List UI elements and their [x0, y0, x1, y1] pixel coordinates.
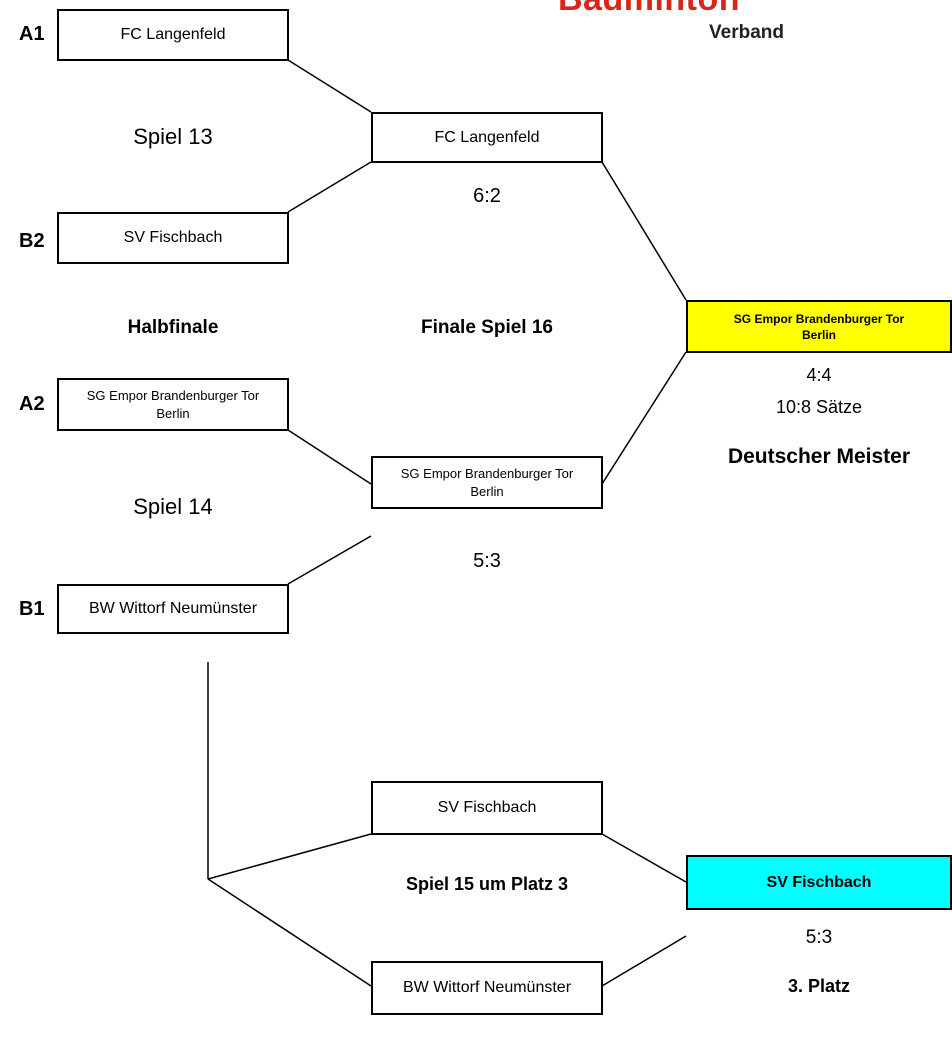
line-bottom-finalist-to-champion: [601, 351, 687, 485]
line-a1-to-final: [287, 59, 372, 113]
game-label-13: Spiel 13: [133, 124, 213, 149]
seed-b2: B2: [19, 230, 45, 252]
team-box-b2: SV Fischbach: [57, 212, 289, 264]
champion-title: Deutscher Meister: [727, 445, 911, 468]
team-name-line1: SG Empor Brandenburger Tor: [86, 387, 260, 403]
team-name-line1: SG Empor Brandenburger Tor: [400, 465, 574, 481]
team-name: FC Langenfeld: [120, 26, 226, 44]
team-name: SV Fischbach: [437, 799, 537, 817]
line-top-finalist-to-champion: [601, 161, 687, 301]
team-name: BW Wittorf Neumünster: [402, 979, 572, 997]
semifinal-label: Halbfinale: [127, 317, 219, 338]
final-sets: 10:8 Sätze: [775, 397, 863, 417]
logo-text-verband: Verband: [709, 22, 784, 43]
line-wittorf-to-winner: [601, 935, 687, 987]
game-label-14: Spiel 14: [133, 494, 213, 519]
team-box-a1: FC Langenfeld: [57, 9, 289, 61]
team-box-b1: BW Wittorf Neumünster: [57, 584, 289, 634]
logo-text-badminton: Badminton: [558, 0, 740, 19]
third-place-box-bottom: BW Wittorf Neumünster: [371, 961, 603, 1015]
team-name-line2: Berlin: [470, 483, 504, 499]
line-b2-to-final: [287, 161, 372, 213]
champion-box: SG Empor Brandenburger Tor Berlin: [686, 300, 952, 353]
final-score: 4:4: [806, 365, 832, 385]
line-fischbach-to-winner: [601, 833, 687, 883]
seed-a2: A2: [19, 393, 45, 415]
line-stem-to-fischbach: [207, 833, 372, 880]
third-place-box-top: SV Fischbach: [371, 781, 603, 835]
team-name-line1: SG Empor Brandenburger Tor: [733, 311, 905, 326]
team-box-a2: SG Empor Brandenburger Tor Berlin: [57, 378, 289, 431]
score-bottom-semifinal: 5:3: [473, 550, 501, 572]
line-b1-to-final: [287, 535, 372, 585]
seed-a1: A1: [19, 23, 45, 45]
team-name: FC Langenfeld: [434, 128, 540, 146]
finalist-box-top: FC Langenfeld: [371, 112, 603, 163]
score-top-semifinal: 6:2: [473, 185, 501, 207]
third-place-winner-box: SV Fischbach: [686, 855, 952, 910]
third-place-game-label: Spiel 15 um Platz 3: [405, 874, 569, 894]
team-name: SV Fischbach: [766, 873, 872, 891]
third-place-title: 3. Platz: [787, 976, 851, 996]
team-name: SV Fischbach: [123, 229, 223, 247]
line-stem-to-wittorf: [207, 878, 372, 987]
line-a2-to-final: [287, 429, 372, 485]
team-name: BW Wittorf Neumünster: [88, 600, 258, 618]
team-name-line2: Berlin: [801, 327, 836, 342]
seed-b1: B1: [19, 598, 45, 620]
third-place-score: 5:3: [805, 927, 833, 948]
finalist-box-bottom: SG Empor Brandenburger Tor Berlin: [371, 456, 603, 509]
team-name-line2: Berlin: [156, 405, 190, 421]
final-label: Finale Spiel 16: [421, 317, 553, 338]
